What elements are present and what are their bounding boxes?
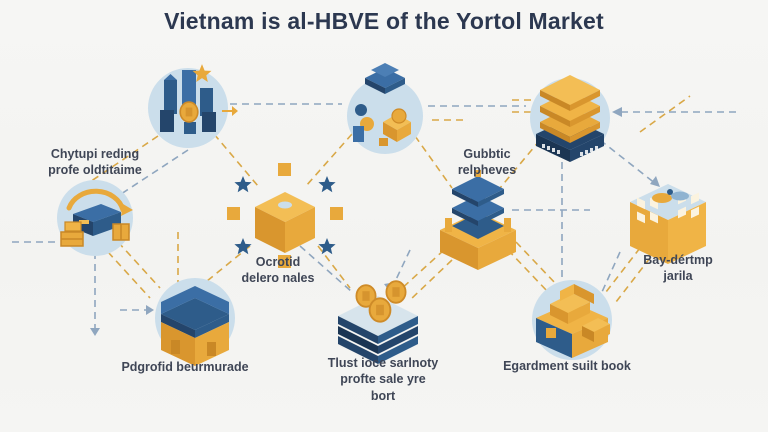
label-center: Ocrotid delero nales <box>208 254 348 287</box>
globe-coins-icon <box>347 63 423 154</box>
label-bottom-center: Tlust ioce sarlnoty profte sale yre bort <box>303 355 463 404</box>
city-buildings-star-icon <box>148 64 238 148</box>
label-line: Gubbtic <box>463 147 511 161</box>
layered-platform-icon <box>440 170 516 270</box>
label-line: jarila <box>663 269 693 284</box>
label-line: Pdgrofid beurmurade <box>121 360 249 374</box>
label-line: relpheves <box>457 163 517 178</box>
building-block-icon <box>630 184 706 264</box>
label-line: Chytupi reding <box>50 147 140 161</box>
label-right-side: Bay-dértmp jarila <box>613 252 743 285</box>
label-line: bort <box>370 388 396 403</box>
label-bottom-right: Egardment suilt book <box>477 358 657 374</box>
label-line: Bay-dértmp <box>643 253 713 267</box>
diagram-title: Vietnam is al-HBVE of the Yortol Market <box>164 8 604 34</box>
coins-on-ledger-icon <box>338 280 418 364</box>
label-line: Egardment suilt book <box>503 359 631 373</box>
cube-stars-hub-icon <box>227 163 343 268</box>
roofed-building-icon <box>155 278 235 366</box>
gold-machine-icon <box>532 280 612 360</box>
label-right-upper: Gubbtic relpheves <box>427 146 547 179</box>
drawer-box-cycle-icon <box>57 180 133 256</box>
label-line: Tlust ioce sarlnoty <box>327 356 439 370</box>
label-line: delero nales <box>241 271 315 286</box>
label-line: profe oldtitaime <box>48 163 142 178</box>
gold-server-stack-icon <box>530 75 610 162</box>
label-bottom-left: Pdgrofid beurmurade <box>85 359 285 375</box>
label-top-left: Chytupi reding profe oldtitaime <box>20 146 170 179</box>
label-line: Ocrotid <box>255 255 301 269</box>
label-line: profte sale yre <box>340 372 426 387</box>
